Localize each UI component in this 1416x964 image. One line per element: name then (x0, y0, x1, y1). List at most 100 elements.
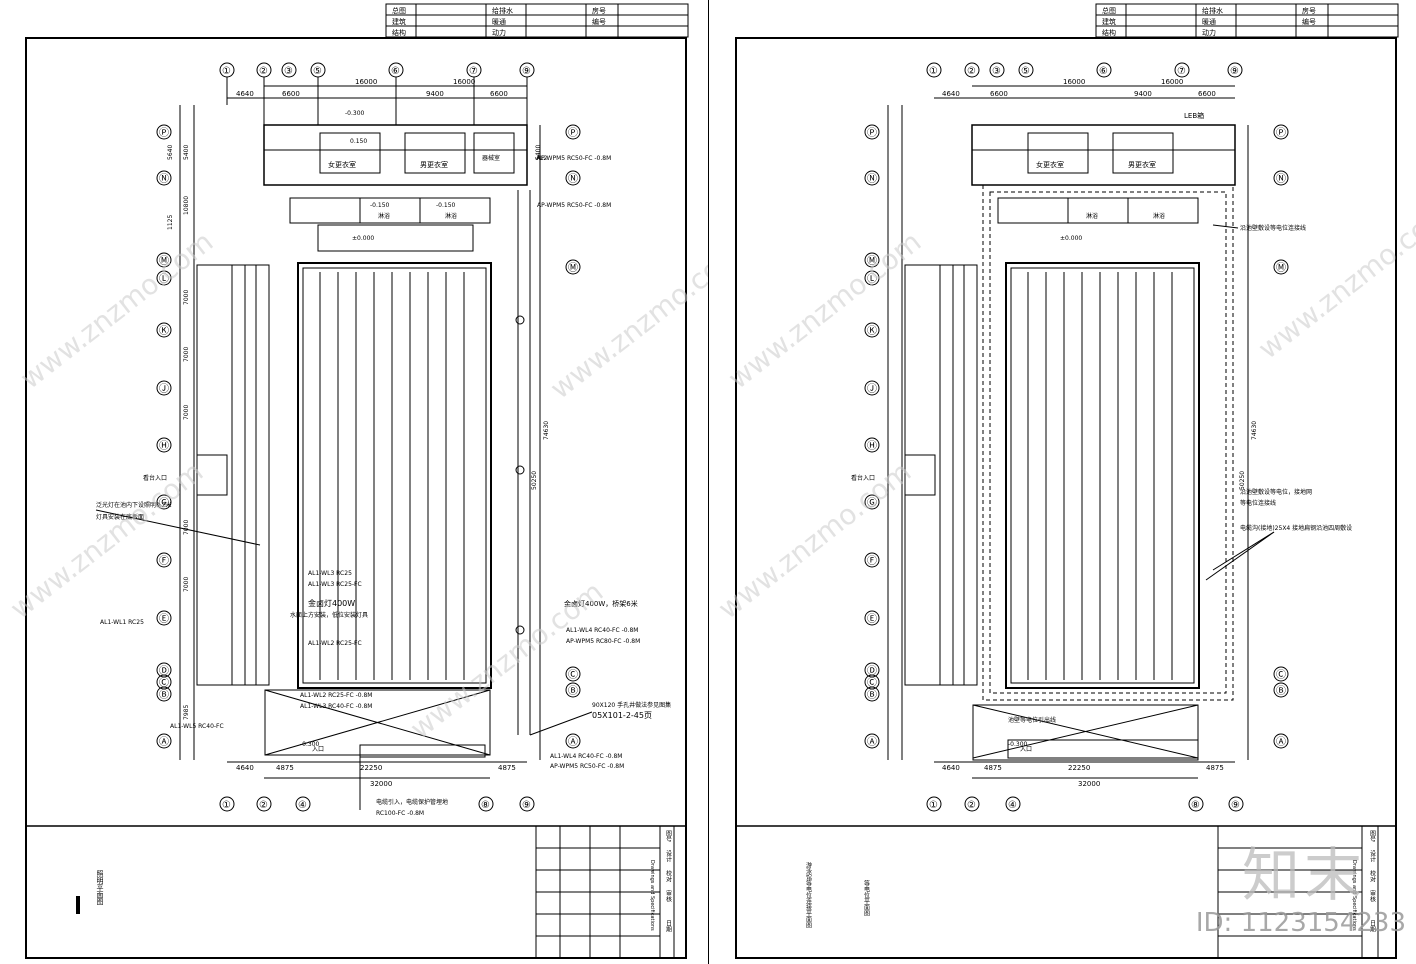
axis-bubble: Ⓒ (867, 677, 877, 689)
axis-bubble: Ⓐ (867, 736, 877, 748)
axis-bubble: Ⓕ (159, 555, 169, 567)
axis-bubble: Ⓝ (1276, 173, 1286, 185)
axis-bubble: ⑤ (1021, 66, 1030, 77)
axis-bubble: Ⓒ (568, 669, 578, 681)
axis-bubble: Ⓑ (159, 689, 169, 701)
dim-text: 6600 (282, 90, 300, 98)
annotation: 金卤灯400W (308, 598, 355, 608)
title-block-label: 日期 (665, 920, 672, 933)
column-axes-top: ① ② ③ ⑤ ⑥ ⑦ ⑨ 16000 16000 4640 6600 9400… (219, 62, 535, 125)
header-cell: 建筑 (1102, 17, 1116, 26)
axis-bubble: Ⓜ (1276, 262, 1286, 274)
svg-text:www.znzmo.com: www.znzmo.com (712, 455, 917, 626)
dim-text: 7000 (183, 577, 190, 592)
level-mark: -0.300 (300, 741, 320, 748)
annotation: 沿池壁敷设等电位连接线 (1240, 224, 1306, 232)
dim-text: 4875 (276, 764, 294, 772)
svg-text:www.znzmo.com: www.znzmo.com (722, 225, 927, 396)
dim-text: 50250 (1239, 471, 1246, 490)
dim-text: 7000 (183, 347, 190, 362)
title-block-en: Drawings and Specifications (649, 860, 655, 931)
title-block: 图号 设计 校对 审核 日期 Drawings and Specificatio… (76, 826, 675, 958)
axis-bubble: Ⓔ (159, 613, 169, 625)
axis-bubble: Ⓚ (159, 325, 169, 337)
dim-text: 5640 (167, 145, 174, 160)
dim-text: 5400 (183, 145, 190, 160)
site-logo: 知末 (1241, 841, 1366, 909)
column-axes-bottom: 4640 4875 22250 4875 32000 ① ② ④ ⑧ ⑨ (219, 761, 535, 812)
axis-bubble: ③ (284, 66, 293, 77)
image-id-label: ID: 1123154233 (1195, 908, 1406, 938)
header-cell: 结构 (1102, 28, 1116, 37)
row-axes-right: Ⓟ Ⓝ Ⓜ Ⓒ Ⓑ Ⓐ 74630 50250 (1239, 124, 1289, 760)
drawing-sheet-left: 总图 建筑 结构 给排水 暖通 动力 房号 编号 ① ② ③ ⑤ ⑥ ⑦ ⑨ 1… (4, 3, 708, 959)
dim-text: 16000 (453, 78, 475, 86)
dim-text: 4875 (1206, 764, 1224, 772)
title-block: 图号 设计 校对 审核 日期 Drawings and Specificatio… (805, 826, 1379, 958)
axis-bubble: Ⓖ (159, 497, 169, 509)
header-cell: 给排水 (1202, 6, 1223, 15)
axis-bubble: Ⓒ (1276, 669, 1286, 681)
dim-text: 4640 (236, 764, 254, 772)
room-label: 器械室 (482, 154, 500, 162)
axis-bubble: Ⓟ (1276, 127, 1286, 139)
level-mark: 0.150 (350, 138, 367, 145)
header-cell: 编号 (592, 17, 606, 26)
axis-bubble: Ⓗ (867, 440, 877, 452)
axis-bubble: Ⓜ (867, 255, 877, 267)
title-block-label: 审核 (1369, 889, 1376, 903)
annotations-right: 沿池壁敷设等电位连接线 沿池壁敷设等电位，接地网 等电位连接线 电缆沟(接地)2… (1008, 224, 1352, 724)
level-mark: -0.300 (345, 110, 365, 117)
axis-bubble: ① (222, 800, 231, 811)
annotation: AP-WPM5 RC80-FC -0.8M (566, 638, 640, 645)
annotation: AL1-WL1 RC25 (100, 619, 144, 626)
pool-lanes (319, 272, 465, 680)
axis-bubble: ⑨ (522, 800, 531, 811)
title-block-label: 图号 (665, 830, 672, 843)
sheet-frame (735, 37, 1397, 959)
annotation: RC100-FC -0.8M (376, 810, 424, 817)
axis-bubble: ② (967, 66, 976, 77)
title-block-label: 设计 (1369, 849, 1376, 863)
annotation: 电缆沟(接地)25X4 接地扁钢沿池四周敷设 (1240, 524, 1352, 532)
row-axes-right: Ⓟ Ⓝ Ⓜ Ⓒ Ⓑ Ⓐ 74630 50250 5400 (531, 124, 581, 760)
room-label: 男更衣室 (420, 160, 448, 169)
axis-bubble: Ⓑ (568, 685, 578, 697)
header-cell: 暖通 (1202, 17, 1216, 26)
axis-bubble: ② (259, 66, 268, 77)
axis-bubble: Ⓐ (568, 736, 578, 748)
dim-text: 16000 (1063, 78, 1085, 86)
annotation: 池壁等电位引出线 (1008, 716, 1056, 724)
axis-bubble: ⑦ (469, 66, 478, 77)
drawing-sheet-right: 总图 建筑 结构 给排水 暖通 动力 房号 编号 ① ② ③ ⑤ ⑥ ⑦ ⑨ 1… (708, 0, 1416, 964)
room-label: 男更衣室 (1128, 160, 1156, 169)
svg-text:www.znzmo.com: www.znzmo.com (1252, 195, 1416, 366)
annotation: 灯具安装在底板面 (96, 513, 144, 521)
header-cell: 房号 (592, 6, 606, 15)
annotation: AP-WPM5 RC50-FC -0.8M (537, 155, 611, 162)
axis-bubble: ⑥ (1099, 66, 1108, 77)
axis-bubble: Ⓟ (159, 127, 169, 139)
dim-text: 4640 (942, 764, 960, 772)
level-mark: -0.150 (370, 202, 390, 209)
header-cell: 给排水 (492, 6, 513, 15)
column-axes-bottom: 4640 4875 22250 4875 32000 ① ② ④ ⑧ ⑨ (926, 761, 1244, 812)
header-cell: 编号 (1302, 17, 1316, 26)
annotations-left: AL2 AP-WPM5 RC50-FC -0.8M AP-WPM5 RC50-F… (95, 155, 671, 817)
header-cell: 结构 (392, 28, 406, 37)
axis-bubble: ③ (992, 66, 1001, 77)
room-label: 淋浴 (1086, 212, 1098, 220)
axis-bubble: Ⓑ (867, 689, 877, 701)
annotation: 金卤灯400W，桥架6米 (564, 599, 638, 608)
title-marker (76, 896, 80, 914)
header-cell: 总图 (1102, 6, 1116, 15)
room-label: 淋浴 (445, 212, 457, 220)
annotation: 电缆引入，电缆保护管埋地 (376, 798, 448, 806)
axis-bubble: Ⓝ (867, 173, 877, 185)
annotation: AL1-WL2 RC25-FC (308, 640, 362, 647)
annotation: AL1-WL3 RC25 (308, 570, 352, 577)
level-mark: -0.150 (436, 202, 456, 209)
dim-text: 5400 (535, 145, 542, 160)
title-block-label: 审核 (665, 889, 672, 903)
room-label: 入口 (312, 746, 324, 753)
